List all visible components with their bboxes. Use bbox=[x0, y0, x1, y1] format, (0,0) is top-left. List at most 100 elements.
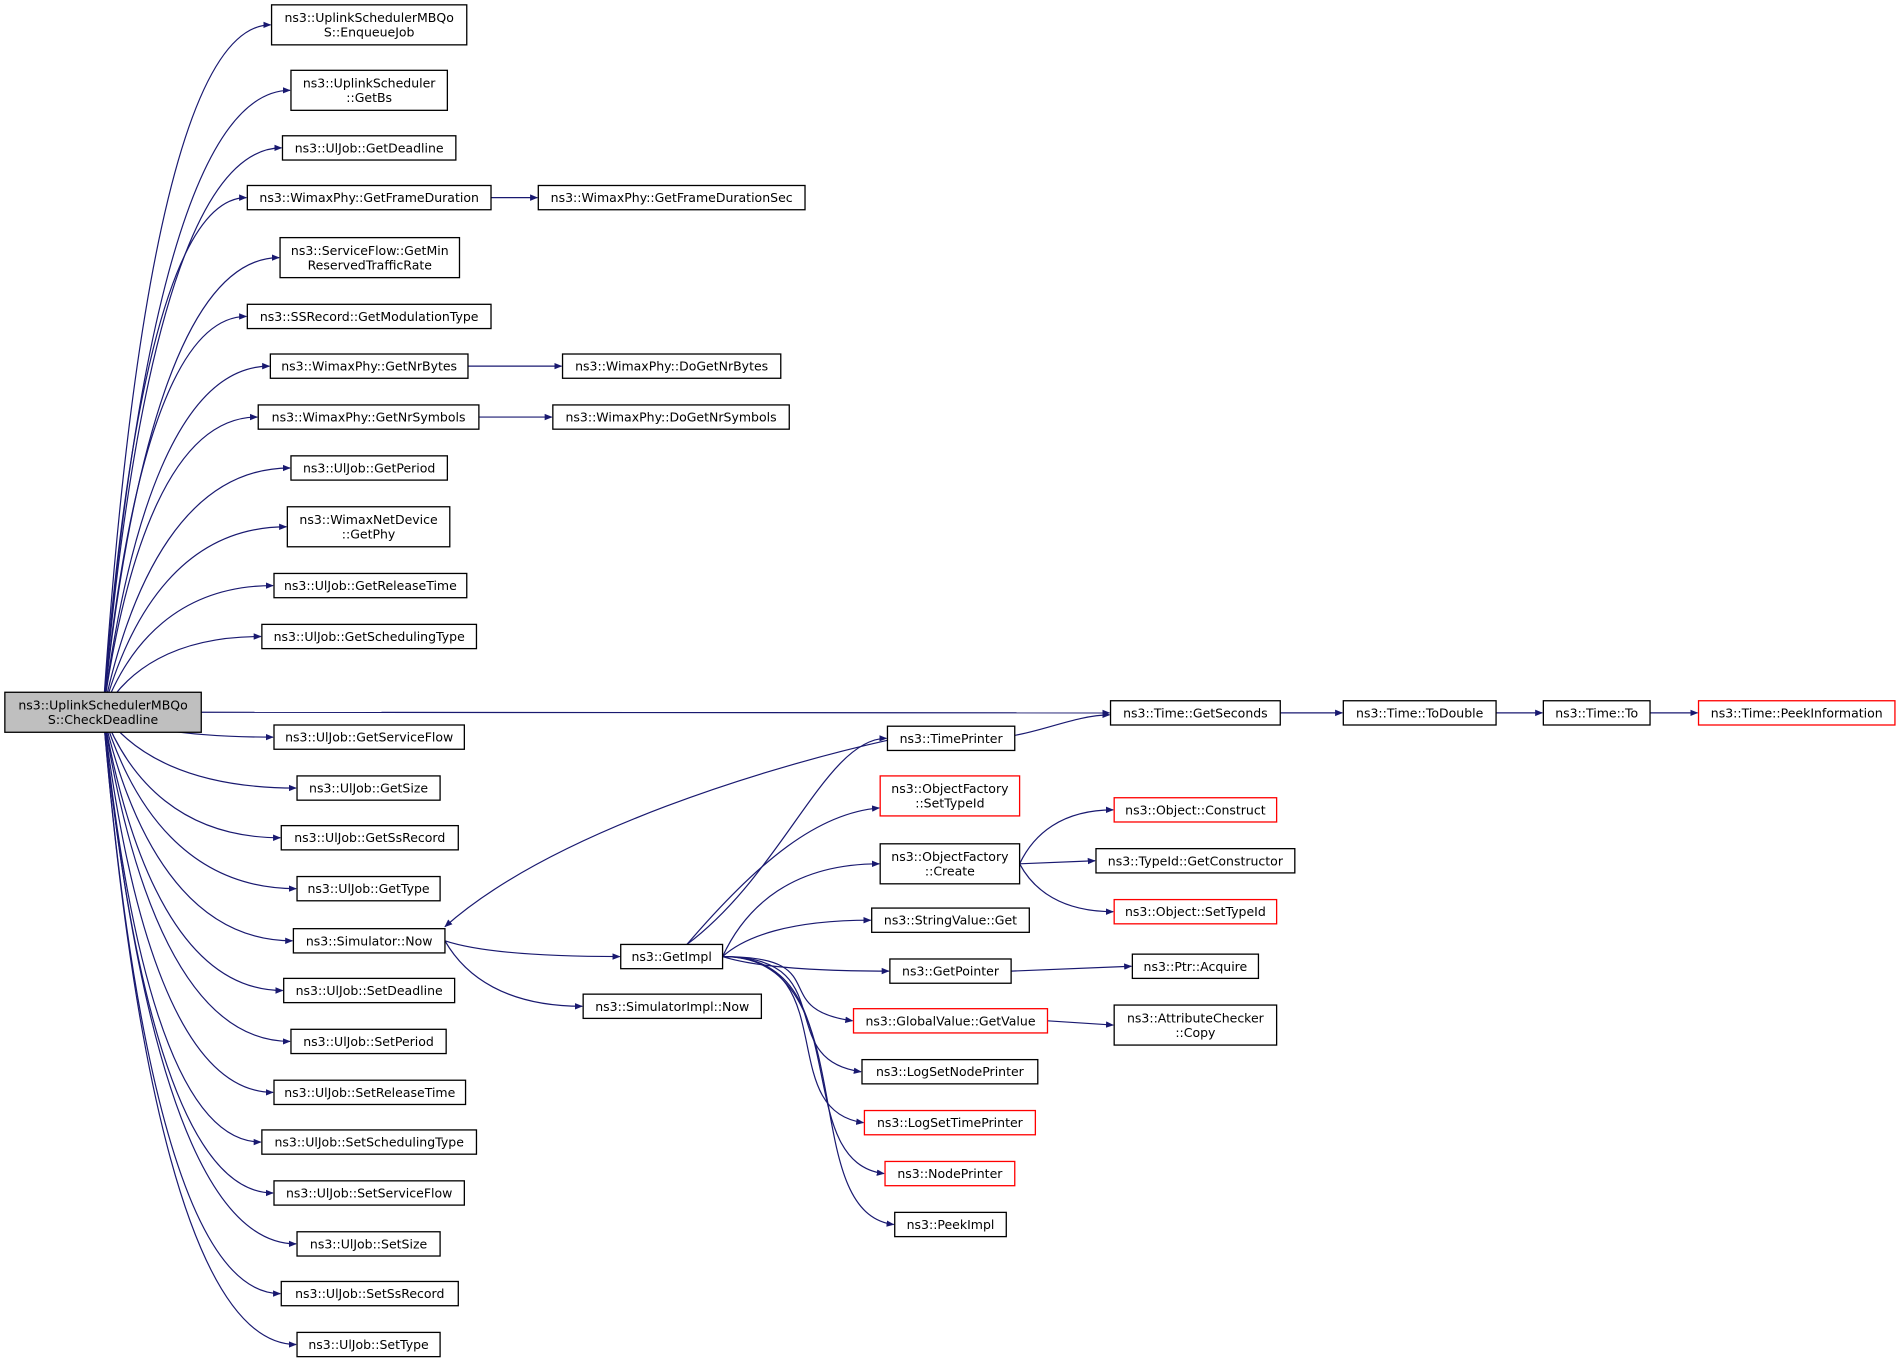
node-label: ns3::WimaxPhy::GetNrSymbols bbox=[272, 410, 466, 425]
node-label: ns3::TypeId::GetConstructor bbox=[1108, 853, 1284, 868]
node-box bbox=[1095, 848, 1296, 874]
edge-root-to-setsize bbox=[102, 712, 297, 1248]
edge-getimpl-to-of_create bbox=[722, 860, 880, 957]
node-box bbox=[246, 184, 492, 211]
node-getmodulationtype[interactable]: ns3::SSRecord::GetModulationType bbox=[246, 303, 492, 330]
node-getseconds[interactable]: ns3::Time::GetSeconds bbox=[1109, 700, 1281, 726]
node-getnrsymbols[interactable]: ns3::WimaxPhy::GetNrSymbols bbox=[257, 404, 480, 430]
node-setreleasetime[interactable]: ns3::UlJob::SetReleaseTime bbox=[273, 1079, 467, 1106]
node-label: ns3::UlJob::SetServiceFlow bbox=[286, 1185, 452, 1200]
node-box bbox=[1342, 700, 1497, 726]
node-box bbox=[879, 775, 1021, 817]
edge-of_create-to-getconstructor bbox=[1019, 857, 1096, 865]
node-sim_now[interactable]: ns3::Simulator::Now bbox=[292, 928, 446, 954]
edge-root-to-gettype bbox=[102, 712, 297, 892]
node-getminreserved[interactable]: ns3::ServiceFlow::GetMinReservedTrafficR… bbox=[279, 236, 461, 279]
node-setsize[interactable]: ns3::UlJob::SetSize bbox=[296, 1231, 441, 1257]
node-label: ns3::Time::PeekInformation bbox=[1711, 705, 1883, 720]
node-box bbox=[273, 1079, 467, 1106]
node-getimpl[interactable]: ns3::GetImpl bbox=[620, 943, 724, 970]
node-label: ns3::LogSetTimePrinter bbox=[877, 1115, 1024, 1130]
edge-getimpl-to-stringvalue_get bbox=[722, 916, 872, 958]
node-box bbox=[871, 907, 1030, 933]
node-label: ns3::UlJob::SetSsRecord bbox=[295, 1286, 444, 1301]
node-getperiod[interactable]: ns3::UlJob::GetPeriod bbox=[290, 455, 449, 481]
node-setssrecord[interactable]: ns3::UlJob::SetSsRecord bbox=[280, 1280, 459, 1307]
node-dogetnrsymbols[interactable]: ns3::WimaxPhy::DoGetNrSymbols bbox=[552, 404, 790, 430]
node-getphy[interactable]: ns3::WimaxNetDevice::GetPhy bbox=[286, 506, 451, 548]
node-box bbox=[290, 1028, 447, 1055]
node-box bbox=[1131, 953, 1260, 980]
node-label: ns3::TimePrinter bbox=[900, 731, 1004, 746]
node-setserviceflow[interactable]: ns3::UlJob::SetServiceFlow bbox=[273, 1180, 465, 1206]
node-box bbox=[863, 1109, 1037, 1136]
node-getframedurationsec[interactable]: ns3::WimaxPhy::GetFrameDurationSec bbox=[537, 184, 806, 211]
node-nodeprinter[interactable]: ns3::NodePrinter bbox=[884, 1160, 1016, 1187]
node-of_create[interactable]: ns3::ObjectFactory::Create bbox=[879, 843, 1021, 885]
node-ac_copy[interactable]: ns3::AttributeChecker::Copy bbox=[1113, 1004, 1278, 1046]
node-peekinformation[interactable]: ns3::Time::PeekInformation bbox=[1697, 700, 1896, 726]
node-logsettimeprinter[interactable]: ns3::LogSetTimePrinter bbox=[863, 1109, 1037, 1136]
node-label: ns3::WimaxPhy::DoGetNrBytes bbox=[575, 359, 768, 374]
node-box bbox=[257, 404, 480, 430]
node-gv_getvalue[interactable]: ns3::GlobalValue::GetValue bbox=[852, 1008, 1049, 1034]
edge-root-to-getreleasetime bbox=[102, 582, 274, 713]
node-box bbox=[270, 4, 468, 46]
node-setschedulingtype[interactable]: ns3::UlJob::SetSchedulingType bbox=[261, 1129, 478, 1155]
node-getdeadline[interactable]: ns3::UlJob::GetDeadline bbox=[281, 135, 457, 161]
edge-root-to-getperiod bbox=[102, 464, 291, 713]
node-getssrecord[interactable]: ns3::UlJob::GetSsRecord bbox=[280, 824, 459, 851]
node-box bbox=[884, 1160, 1016, 1187]
node-box bbox=[552, 404, 790, 430]
node-gettype[interactable]: ns3::UlJob::GetType bbox=[296, 875, 441, 902]
node-getbs[interactable]: ns3::UplinkScheduler::GetBs bbox=[290, 69, 449, 111]
edge-root-to-getnrsymbols bbox=[102, 413, 259, 713]
node-todouble[interactable]: ns3::Time::ToDouble bbox=[1342, 700, 1497, 726]
node-setperiod[interactable]: ns3::UlJob::SetPeriod bbox=[290, 1028, 447, 1055]
node-timeprinter[interactable]: ns3::TimePrinter bbox=[886, 725, 1016, 752]
node-label: ns3::UlJob::SetSchedulingType bbox=[274, 1135, 464, 1150]
node-getserviceflow[interactable]: ns3::UlJob::GetServiceFlow bbox=[273, 724, 465, 750]
node-label: ns3::LogSetNodePrinter bbox=[876, 1064, 1025, 1079]
edge-root-to-getssrecord bbox=[102, 712, 282, 841]
node-getreleasetime[interactable]: ns3::UlJob::GetReleaseTime bbox=[273, 572, 468, 599]
node-dogetnrbytes[interactable]: ns3::WimaxPhy::DoGetNrBytes bbox=[561, 353, 782, 379]
node-of_settypeid[interactable]: ns3::ObjectFactory::SetTypeId bbox=[879, 775, 1021, 817]
node-label: ::Create bbox=[925, 864, 975, 879]
edge-root-to-getframeduration bbox=[102, 194, 248, 713]
node-label: ns3::UlJob::GetSize bbox=[309, 781, 428, 796]
node-getpointer[interactable]: ns3::GetPointer bbox=[889, 958, 1012, 984]
node-ptr_acquire[interactable]: ns3::Ptr::Acquire bbox=[1131, 953, 1260, 980]
node-getschedulingtype[interactable]: ns3::UlJob::GetSchedulingType bbox=[261, 623, 478, 650]
node-setdeadline[interactable]: ns3::UlJob::SetDeadline bbox=[283, 977, 456, 1004]
node-box bbox=[879, 843, 1021, 885]
node-label: S::EnqueueJob bbox=[324, 25, 415, 40]
node-label: ns3::UlJob::GetDeadline bbox=[295, 140, 444, 155]
node-getnrbytes[interactable]: ns3::WimaxPhy::GetNrBytes bbox=[269, 353, 469, 379]
node-box bbox=[620, 943, 724, 970]
node-obj_construct[interactable]: ns3::Object::Construct bbox=[1113, 797, 1278, 823]
node-label: ns3::ServiceFlow::GetMin bbox=[291, 243, 449, 258]
node-box bbox=[292, 928, 446, 954]
node-label: ns3::UlJob::GetSchedulingType bbox=[274, 629, 466, 644]
node-label: ns3::AttributeChecker bbox=[1127, 1010, 1265, 1025]
node-box bbox=[273, 572, 468, 599]
node-to[interactable]: ns3::Time::To bbox=[1542, 700, 1651, 726]
node-getsize[interactable]: ns3::UlJob::GetSize bbox=[296, 775, 441, 801]
node-box bbox=[286, 506, 451, 548]
node-stringvalue_get[interactable]: ns3::StringValue::Get bbox=[871, 907, 1030, 933]
node-logsetnodeprinter[interactable]: ns3::LogSetNodePrinter bbox=[861, 1058, 1039, 1085]
node-getframeduration[interactable]: ns3::WimaxPhy::GetFrameDuration bbox=[246, 184, 492, 211]
edge-getimpl-to-of_settypeid bbox=[686, 805, 880, 945]
node-settype[interactable]: ns3::UlJob::SetType bbox=[296, 1331, 441, 1358]
node-getconstructor[interactable]: ns3::TypeId::GetConstructor bbox=[1095, 848, 1296, 874]
edge-of_create-to-obj_construct bbox=[1019, 806, 1114, 865]
edge-root-to-sim_now bbox=[102, 712, 294, 944]
edge-root-to-settype bbox=[102, 712, 297, 1348]
node-simimpl_now[interactable]: ns3::SimulatorImpl::Now bbox=[582, 993, 763, 1020]
edge-getpointer-to-ptr_acquire bbox=[1011, 963, 1133, 972]
node-peekimpl[interactable]: ns3::PeekImpl bbox=[894, 1211, 1007, 1238]
node-obj_settypeid[interactable]: ns3::Object::SetTypeId bbox=[1113, 898, 1278, 925]
